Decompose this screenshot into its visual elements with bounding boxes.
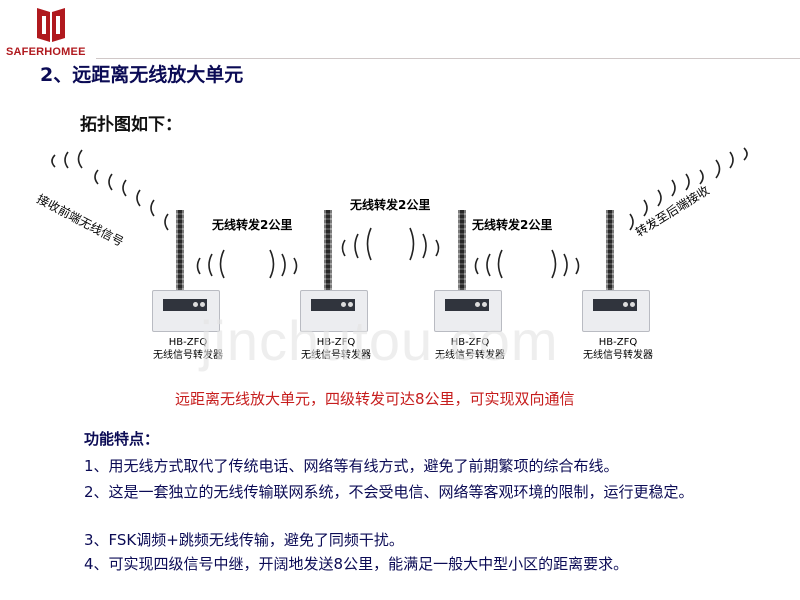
feature-item-1: 1、用无线方式取代了传统电话、网络等有线方式，避免了前期繁项的综合布线。 [84, 457, 619, 475]
feature-item-4: 4、可实现四级信号中继，开阔地发送8公里，能满足一般大中型小区的距离要求。 [84, 555, 629, 573]
topology-diagram: 接收前端无线信号 转发至后端接收 无线转发2公里 无线转发2公里 无线转发2公里… [0, 130, 800, 420]
feature-item-3: 3、FSK调频+跳频无线传输，避免了同频干扰。 [84, 531, 404, 549]
header-rule [96, 58, 800, 59]
company-logo: SAFERHOMEE [6, 4, 96, 64]
signal-waves [51, 147, 748, 279]
unit-name: 无线信号转发器 [301, 350, 371, 361]
repeater-device-icon [300, 290, 368, 332]
features-heading: 功能特点： [84, 430, 160, 448]
antenna-icon [458, 210, 466, 290]
hop-label-1: 无线转发2公里 [212, 218, 293, 232]
unit-model: HB-ZFQ [316, 337, 356, 348]
unit-model: HB-ZFQ [450, 337, 490, 348]
repeater-device-icon [434, 290, 502, 332]
slide-title: 2、远距离无线放大单元 [40, 64, 244, 86]
topology-subtitle: 拓扑图如下： [80, 115, 182, 135]
unit-name: 无线信号转发器 [583, 350, 653, 361]
unit-label: HB-ZFQ 无线信号转发器 [138, 336, 238, 362]
antenna-icon [176, 210, 184, 290]
repeater-device-icon [152, 290, 220, 332]
feature-item-2: 2、这是一套独立的无线传输联网系统，不会受电信、网络等客观环境的限制，运行更稳定… [84, 483, 694, 501]
repeater-device-icon [582, 290, 650, 332]
unit-model: HB-ZFQ [598, 337, 638, 348]
unit-label: HB-ZFQ 无线信号转发器 [286, 336, 386, 362]
unit-model: HB-ZFQ [168, 337, 208, 348]
unit-name: 无线信号转发器 [153, 350, 223, 361]
hop-label-2: 无线转发2公里 [350, 198, 431, 212]
unit-name: 无线信号转发器 [435, 350, 505, 361]
summary-text: 远距离无线放大单元，四级转发可达8公里，可实现双向通信 [175, 390, 575, 408]
logo-mark-icon [37, 8, 65, 42]
brand-name: SAFERHOMEE [6, 46, 86, 58]
hop-label-3: 无线转发2公里 [472, 218, 553, 232]
watermark: jinchutou.com [200, 309, 559, 372]
unit-label: HB-ZFQ 无线信号转发器 [420, 336, 520, 362]
unit-label: HB-ZFQ 无线信号转发器 [568, 336, 668, 362]
antenna-icon [606, 210, 614, 290]
antenna-icon [324, 210, 332, 290]
